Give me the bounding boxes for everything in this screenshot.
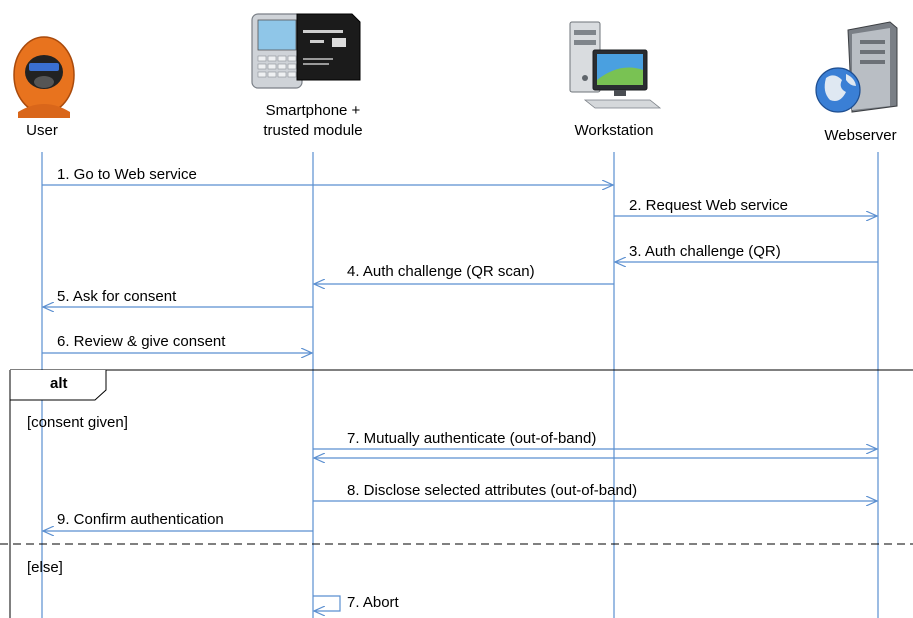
alt-keyword: alt [10,370,105,400]
message-label: 1. Go to Web service [57,166,197,183]
actor-label-user: User [26,122,58,139]
message-label: 5. Ask for consent [57,288,177,305]
alt-guard-consent-given: [consent given] [27,414,128,431]
message-label: 3. Auth challenge (QR) [629,243,781,260]
message-label: 9. Confirm authentication [57,511,224,528]
message-label: 6. Review & give consent [57,333,226,350]
desktop-workstation-icon [569,21,662,109]
actor-label-smartphone: Smartphone + trusted module [263,102,363,139]
alt-tag-box [9,370,107,401]
message-label: 4. Auth challenge (QR scan) [347,263,535,280]
arrow-msg-abort [313,595,341,611]
message-label: 7. Mutually authenticate (out-of-band) [347,430,597,447]
actor-label-workstation: Workstation [574,122,654,139]
message-label: 2. Request Web service [629,197,788,214]
alt-keyword-text: alt [50,375,68,392]
message-label: 7. Abort [347,594,399,611]
hooded-user-icon [13,36,75,118]
globe-server-icon [815,21,898,113]
alt-guard-else: [else] [27,559,63,576]
message-label: 8. Disclose selected attributes (out-of-… [347,482,638,499]
smartphone-and-security-card-icon [251,13,361,89]
actor-label-webserver: Webserver [824,127,897,144]
